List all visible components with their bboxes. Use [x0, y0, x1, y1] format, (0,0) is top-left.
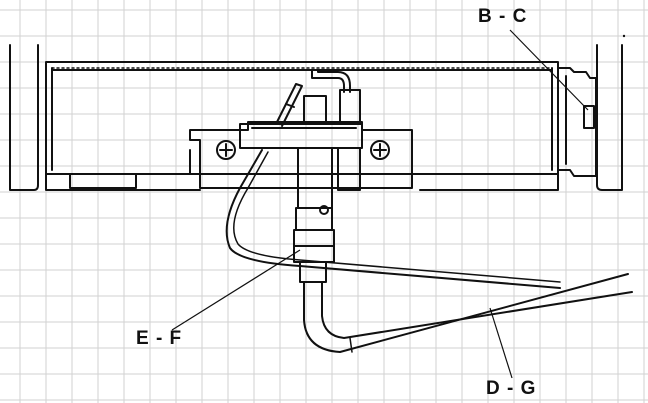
burner-body	[45, 61, 559, 191]
thermocouple-lead-inner	[233, 151, 561, 283]
left-side-wall	[9, 44, 39, 191]
nozzle-body	[293, 147, 361, 283]
leader-line-ef	[171, 249, 301, 331]
label-d-g: D - G	[486, 378, 537, 399]
label-b-c: B - C	[478, 6, 528, 27]
gas-supply-tube-inner	[321, 281, 633, 339]
thermocouple-lead	[225, 149, 561, 289]
pilot-burner	[275, 69, 361, 127]
right-bracket	[557, 67, 597, 177]
label-e-f: E - F	[136, 328, 183, 349]
leader-line-dg	[489, 307, 513, 379]
corner-dot	[622, 34, 626, 38]
gas-supply-tube	[303, 273, 629, 353]
leader-line-bc	[509, 29, 589, 111]
right-side-wall	[596, 44, 623, 191]
mounting-plate	[189, 121, 413, 189]
